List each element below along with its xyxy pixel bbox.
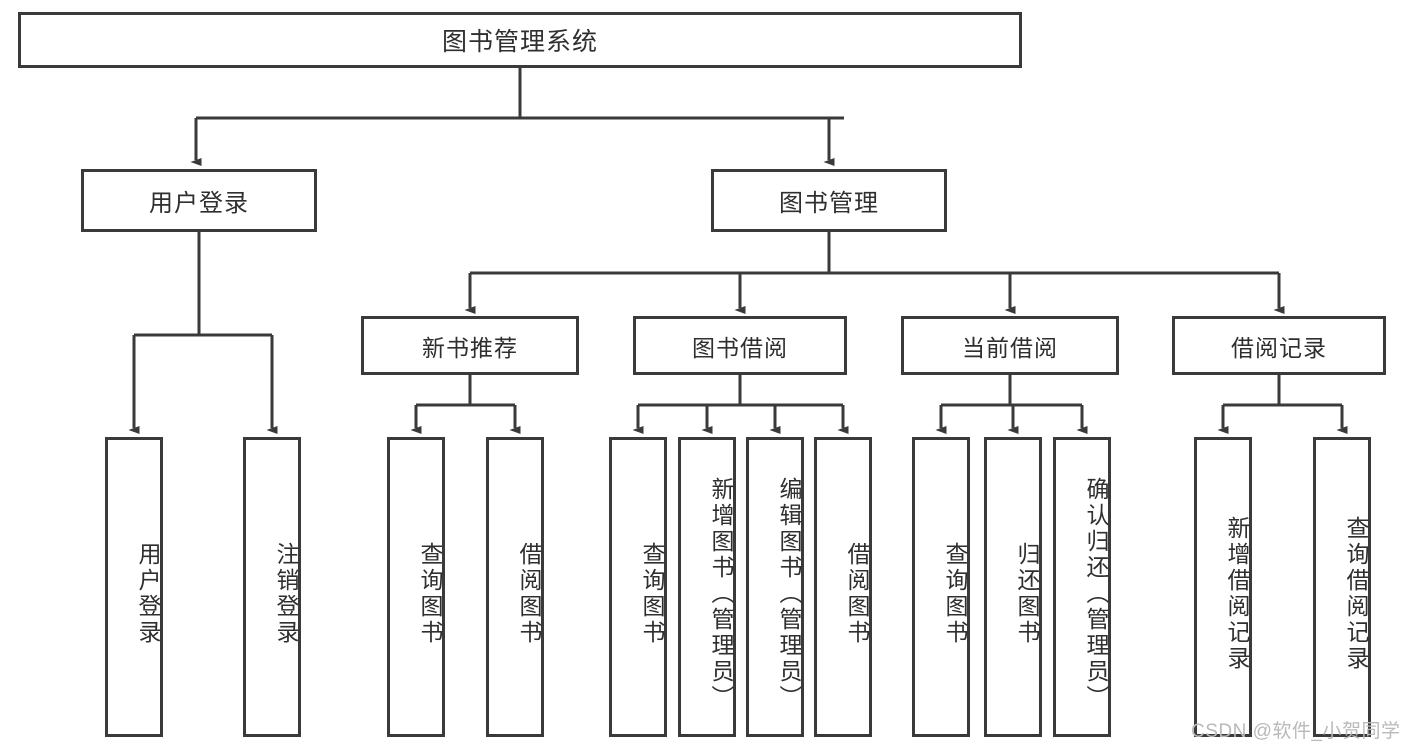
node-group-0[interactable]: 新书推荐 bbox=[361, 316, 579, 375]
node-leaf-11[interactable]: 新增借阅记录 bbox=[1194, 437, 1252, 737]
node-label: 借阅图书 bbox=[516, 542, 542, 646]
node-label: 图书借阅 bbox=[692, 334, 788, 361]
node-group-1[interactable]: 图书借阅 bbox=[633, 316, 847, 375]
node-leaf-7[interactable]: 借阅图书 bbox=[814, 437, 872, 737]
node-label: 图书管理系统 bbox=[441, 28, 598, 56]
node-label: 查询图书 bbox=[942, 542, 968, 646]
node-leaf-9[interactable]: 归还图书 bbox=[984, 437, 1042, 737]
node-leaf-1[interactable]: 注销登录 bbox=[243, 437, 301, 737]
node-label: 借阅记录 bbox=[1231, 334, 1327, 361]
node-branch-1[interactable]: 图书管理 bbox=[711, 169, 947, 232]
node-label: 用户登录 bbox=[135, 542, 161, 646]
node-leaf-8[interactable]: 查询图书 bbox=[912, 437, 970, 737]
node-group-3[interactable]: 借阅记录 bbox=[1172, 316, 1386, 375]
node-label: 注销登录 bbox=[273, 542, 299, 646]
node-leaf-3[interactable]: 借阅图书 bbox=[486, 437, 544, 737]
node-label: 图书管理 bbox=[779, 190, 879, 217]
node-leaf-5[interactable]: 新增图书（管理员） bbox=[678, 437, 736, 737]
node-label: 新增借阅记录 bbox=[1224, 516, 1250, 672]
node-branch-0[interactable]: 用户登录 bbox=[81, 169, 317, 232]
node-label: 编辑图书（管理员） bbox=[776, 477, 802, 711]
node-label: 确认归还（管理员） bbox=[1083, 477, 1109, 711]
node-label: 查询图书 bbox=[639, 542, 665, 646]
node-leaf-6[interactable]: 编辑图书（管理员） bbox=[746, 437, 804, 737]
node-leaf-10[interactable]: 确认归还（管理员） bbox=[1053, 437, 1111, 737]
node-label: 归还图书 bbox=[1014, 542, 1040, 646]
node-label: 查询借阅记录 bbox=[1343, 516, 1369, 672]
node-root-图书管理系统[interactable]: 图书管理系统 bbox=[18, 12, 1022, 68]
node-group-2[interactable]: 当前借阅 bbox=[901, 316, 1119, 375]
node-leaf-12[interactable]: 查询借阅记录 bbox=[1313, 437, 1371, 737]
node-label: 用户登录 bbox=[149, 190, 249, 217]
node-leaf-4[interactable]: 查询图书 bbox=[609, 437, 667, 737]
node-label: 查询图书 bbox=[417, 542, 443, 646]
node-label: 新书推荐 bbox=[422, 334, 518, 361]
node-label: 借阅图书 bbox=[844, 542, 870, 646]
node-leaf-0[interactable]: 用户登录 bbox=[105, 437, 163, 737]
node-leaf-2[interactable]: 查询图书 bbox=[387, 437, 445, 737]
node-label: 新增图书（管理员） bbox=[708, 477, 734, 711]
csdn-watermark: CSDN @软件_小贺同学 bbox=[1191, 721, 1401, 742]
node-label: 当前借阅 bbox=[962, 334, 1058, 361]
